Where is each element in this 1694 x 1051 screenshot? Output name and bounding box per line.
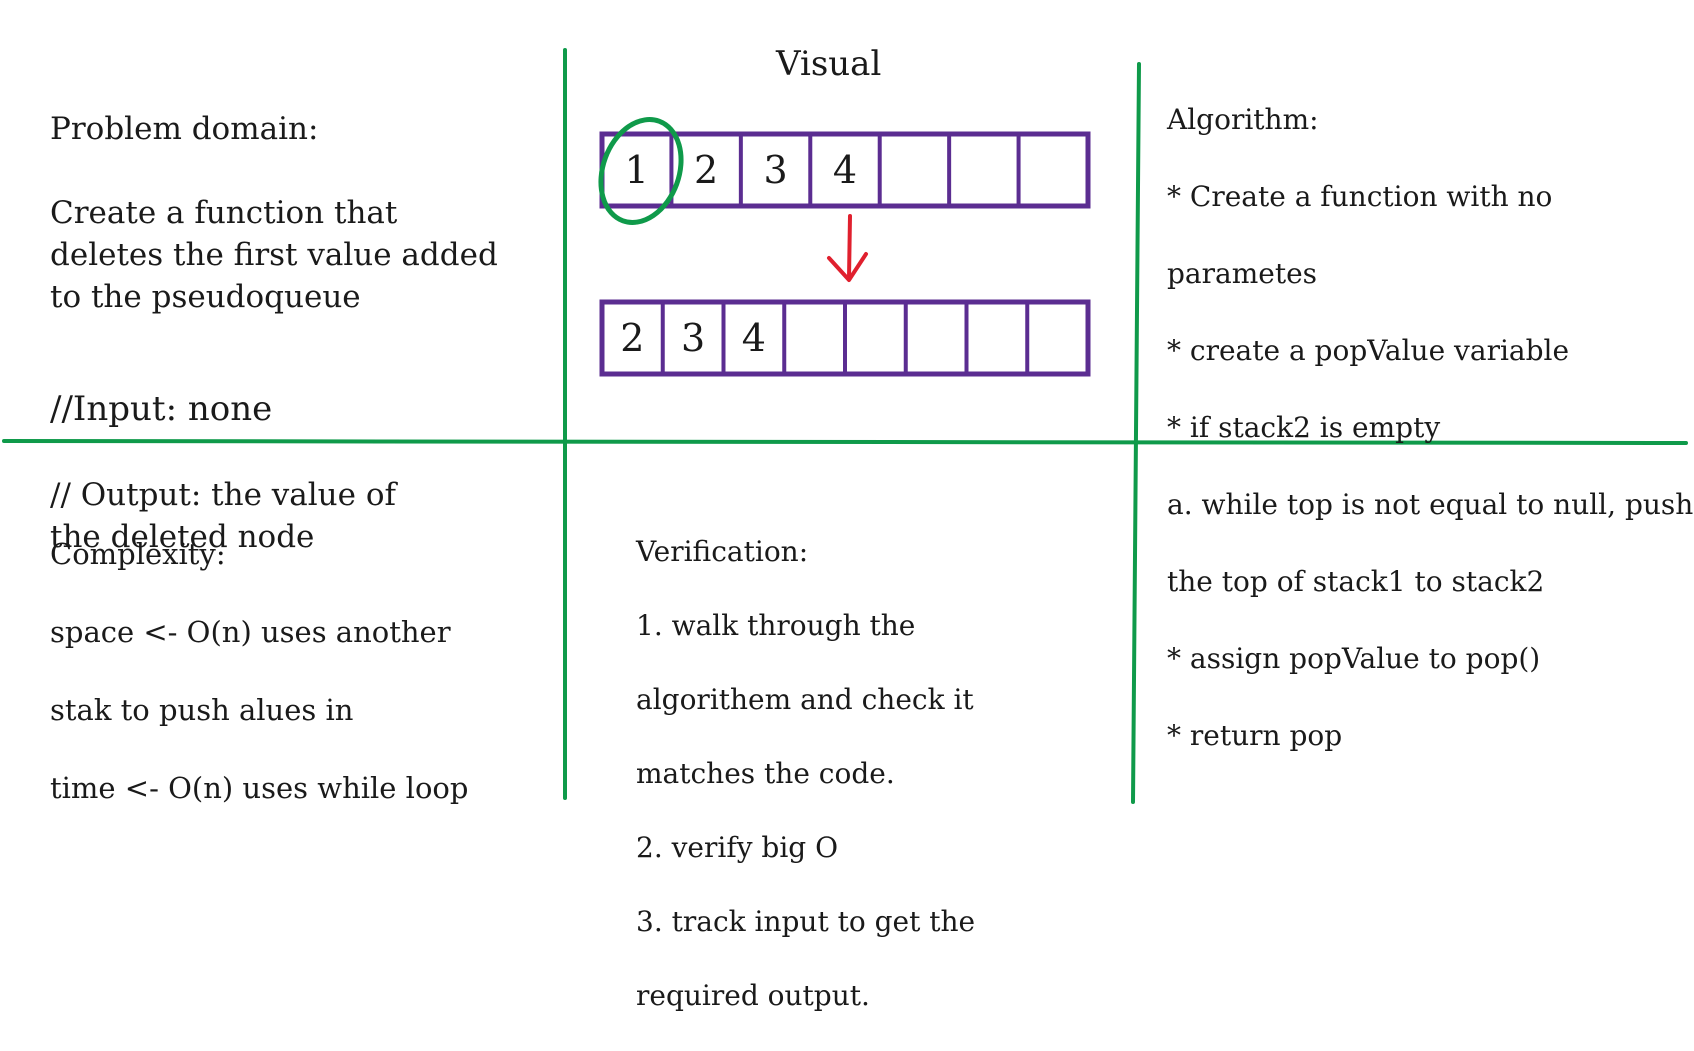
verification-line: 2. verify big O <box>636 831 839 864</box>
algorithm-step: * if stack2 is empty <box>1167 410 1441 444</box>
vertical-divider-right <box>1131 62 1141 804</box>
top-queue-cell-value: 3 <box>763 148 787 192</box>
verification-line: matches the code. <box>636 757 895 790</box>
bottom-queue-cell-value: 3 <box>681 316 705 360</box>
algorithm-step: * assign popValue to pop() <box>1167 641 1541 675</box>
algorithm-step: * return pop <box>1167 718 1343 752</box>
visual-title: Visual <box>776 44 882 84</box>
top-queue-cell-value: 4 <box>833 148 857 192</box>
bottom-queue-cell-value: 2 <box>620 316 644 360</box>
top-queue-cell-value: 1 <box>625 148 649 192</box>
output-spec: // Output: the value of the deleted node <box>50 477 396 555</box>
algorithm-step: * Create a function with no <box>1167 179 1553 213</box>
complexity-section: Complexity: space <- O(n) uses another s… <box>50 496 468 847</box>
problem-domain-section: Problem domain: Create a function that d… <box>50 66 498 600</box>
complexity-line: stak to push alues in <box>50 693 354 727</box>
algorithm-title: Algorithm: <box>1167 102 1319 136</box>
verification-line: 1. walk through the <box>636 609 916 642</box>
problem-domain-title: Problem domain: <box>50 111 319 147</box>
algorithm-section: Algorithm: * Create a function with no p… <box>1167 62 1693 794</box>
bottom-queue-cell-value: 4 <box>742 316 766 360</box>
problem-domain-description: Create a function that deletes the first… <box>50 195 498 315</box>
complexity-line: space <- O(n) uses another <box>50 615 451 649</box>
algorithm-step: parametes <box>1167 256 1318 290</box>
down-arrow-icon <box>827 214 868 282</box>
verification-line: 3. track input to get the <box>636 905 976 938</box>
complexity-title: Complexity: <box>50 537 226 571</box>
complexity-line: time <- O(n) uses while loop <box>50 771 469 805</box>
algorithm-step: the top of stack1 to stack2 <box>1167 564 1545 598</box>
horizontal-divider <box>2 439 1688 446</box>
top-queue: 1 2 3 4 <box>599 131 1091 209</box>
verification-line: required output. <box>636 979 870 1012</box>
algorithm-step: * create a popValue variable <box>1167 333 1570 367</box>
input-spec: //Input: none <box>50 389 273 429</box>
algorithm-step: a. while top is not equal to null, push <box>1167 487 1694 521</box>
vertical-divider-left <box>562 48 568 800</box>
verification-line: algorithem and check it <box>636 683 974 716</box>
verification-title: Verification: <box>636 535 809 568</box>
highlight-circle <box>598 117 684 225</box>
top-queue-cell-value: 2 <box>694 148 718 192</box>
verification-section: Verification: 1. walk through the algori… <box>636 496 975 1051</box>
